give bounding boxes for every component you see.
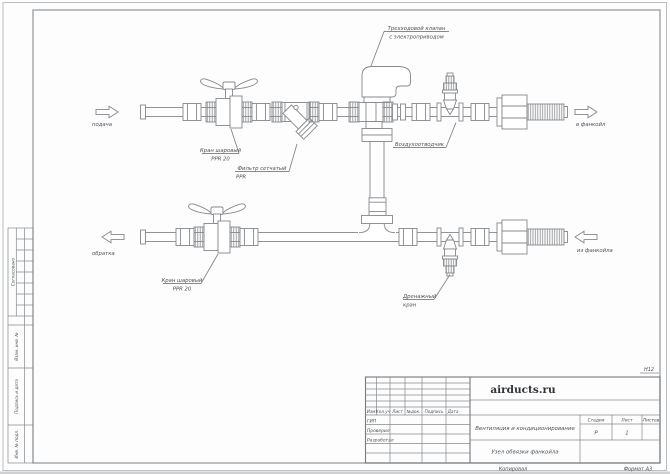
union-nut <box>308 101 320 123</box>
pipe-coupling <box>470 228 490 246</box>
pipe-end-cap <box>140 104 146 120</box>
sheets-header: Листов <box>642 418 660 424</box>
pipe-coupling <box>470 103 490 121</box>
drain-valve <box>436 227 464 277</box>
union-nut <box>382 101 394 123</box>
sheet-header: Лист <box>620 418 633 424</box>
callout-ball-valve-return: Кран шаровый PPR 20 <box>162 253 219 293</box>
strainer <box>281 102 318 140</box>
strip-label-replace-inv: Взам. инв. № <box>14 332 19 361</box>
strip-label-agreed: Согласовано <box>11 258 16 287</box>
rev-col-list: Лист <box>391 409 403 414</box>
role-developed: Разработал <box>367 438 394 444</box>
strip-label-sign-date: Подпись и дата <box>14 379 19 414</box>
supply-label: подача <box>92 122 112 128</box>
air-vent <box>436 72 464 122</box>
union-nut <box>348 101 360 123</box>
callout-three-way-valve: Трехходовой клапан с электроприводом <box>370 26 449 67</box>
role-checked: Проверил <box>367 428 390 434</box>
pipe-coupling <box>239 228 259 246</box>
pipe-coupling <box>398 228 418 246</box>
flex-hose <box>526 228 568 246</box>
svg-text:Кран шаровый: Кран шаровый <box>162 278 204 284</box>
piping-diagram: подача <box>92 26 613 309</box>
from-fancoil-arrow <box>574 230 598 244</box>
doc-code: Н12 <box>644 367 654 373</box>
stage-value: Р <box>594 431 598 437</box>
svg-text:Трехходовой клапан: Трехходовой клапан <box>388 26 446 32</box>
svg-text:PPR 20: PPR 20 <box>211 157 230 163</box>
rev-col-koluch: Кол.уч <box>376 409 391 414</box>
union-nut <box>271 101 283 123</box>
svg-text:PPR 20: PPR 20 <box>173 287 192 293</box>
supply-flow-arrow <box>95 105 119 119</box>
tee-junction <box>358 197 396 237</box>
callout-drain-valve: Дренажный кран <box>402 274 451 309</box>
title-block: Н12 Изм Кол.уч Лист №док. Подпись Дата <box>364 367 661 464</box>
sheet-value: 1 <box>625 431 629 437</box>
to-fancoil-label: в фанкойл <box>576 122 606 128</box>
union-nut <box>241 101 253 123</box>
from-fancoil-label: из фанкойла <box>577 248 613 254</box>
brand-logo: airducts.ru <box>490 384 556 396</box>
callout-air-vent: Воздухоотводчик <box>393 122 457 148</box>
page-edge-shadow <box>0 471 670 474</box>
project-title: Вентиляция и кондиционирование <box>475 426 575 432</box>
pipe-coupling <box>182 103 202 121</box>
union-nut <box>229 226 241 248</box>
callout-strainer: Фильтр сетчатый PPR <box>235 143 298 181</box>
svg-text:с электроприводом: с электроприводом <box>389 35 444 41</box>
callout-ball-valve-supply: Кран шаровый PPR 20 <box>200 128 242 163</box>
pipe-coupling <box>251 103 271 121</box>
pipe-coupling <box>175 228 195 246</box>
union-hex <box>496 219 528 255</box>
return-flow-arrow <box>101 230 125 244</box>
pipe-coupling <box>411 103 431 121</box>
rev-col-dok: №док. <box>406 409 421 414</box>
svg-text:Кран шаровый: Кран шаровый <box>200 148 242 154</box>
strip-label-inv-original: Инв. № подл. <box>14 430 19 459</box>
union-nut <box>193 226 205 248</box>
to-fancoil-arrow <box>574 105 598 119</box>
svg-text:PPR: PPR <box>236 175 246 181</box>
flex-hose <box>526 103 568 121</box>
svg-text:кран: кран <box>403 303 417 309</box>
stage-header: Стадия <box>588 418 605 424</box>
drawing-title: Узел обвязки фанкойла <box>491 450 558 456</box>
rev-col-izm: Изм <box>367 409 376 414</box>
electric-actuator <box>361 66 411 98</box>
role-gip: ГИП <box>367 419 377 425</box>
union-hex <box>496 94 528 130</box>
copied-label: Копировал <box>499 467 528 473</box>
rev-col-data: Дата <box>447 409 459 414</box>
pipe-coupling <box>318 103 338 121</box>
three-way-valve <box>358 66 411 142</box>
left-strip: Согласовано Взам. инв. № Подпись и дата … <box>7 227 34 464</box>
union-nut <box>205 101 217 123</box>
pipe-end-cap <box>140 229 146 245</box>
svg-text:Фильтр сетчатый: Фильтр сетчатый <box>238 166 288 172</box>
svg-text:Дренажный: Дренажный <box>402 294 437 300</box>
return-label: обратка <box>92 251 115 257</box>
rev-col-podpis: Подпись <box>425 409 444 414</box>
svg-text:Воздухоотводчик: Воздухоотводчик <box>395 142 445 148</box>
format-label: Формат А3 <box>624 467 652 473</box>
